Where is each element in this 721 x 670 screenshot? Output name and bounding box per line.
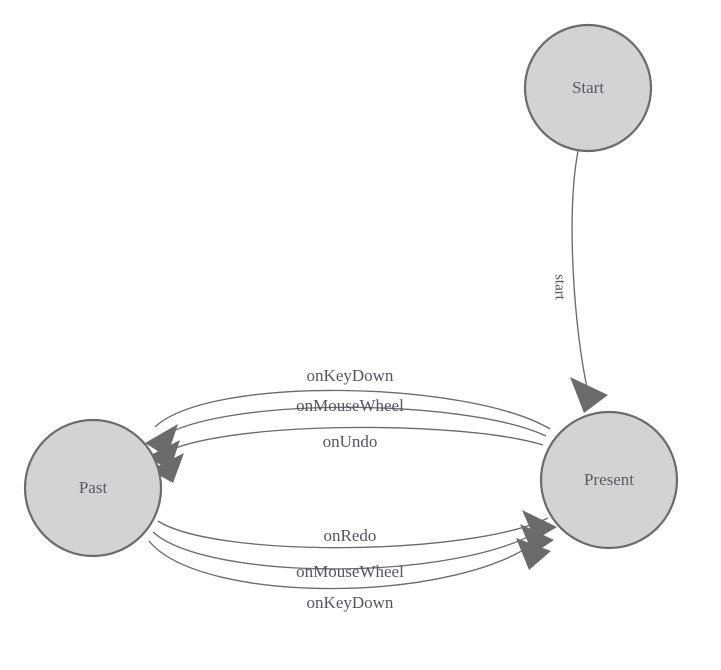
edge-onredo-arrowhead — [522, 510, 557, 540]
edge-onmousewheel-down-arrowhead — [520, 524, 554, 554]
edge-onredo-path — [157, 517, 549, 549]
edge-onmousewheel-down[interactable]: onMouseWheel — [152, 524, 554, 581]
edge-onundo[interactable]: onUndo — [150, 426, 544, 483]
edge-onundo-path — [158, 426, 544, 457]
edge-onmousewheel-up-path — [155, 406, 547, 442]
edge-start-label: start — [552, 274, 568, 301]
edge-onmousewheel-up-label: onMouseWheel — [296, 396, 404, 415]
edge-onkeydown-down-path — [148, 536, 543, 590]
edge-onkeydown-up-label: onKeyDown — [307, 366, 394, 385]
node-present[interactable]: Present — [539, 410, 679, 550]
edge-onmousewheel-down-label: onMouseWheel — [296, 562, 404, 581]
edge-start-arrowhead — [570, 377, 608, 413]
edge-onredo-label: onRedo — [324, 526, 377, 545]
node-past-label: Past — [79, 478, 108, 497]
node-start-label: Start — [572, 78, 604, 97]
edge-start-path — [571, 150, 589, 393]
node-start-circle — [523, 23, 653, 153]
node-past[interactable]: Past — [23, 418, 163, 558]
edge-onkeydown-up-path — [154, 389, 551, 430]
node-past-circle — [23, 418, 163, 558]
edge-onredo[interactable]: onRedo — [157, 510, 557, 549]
edge-onundo-label: onUndo — [323, 432, 378, 451]
edge-onkeydown-down-label: onKeyDown — [307, 593, 394, 612]
edge-onkeydown-down-arrowhead — [516, 538, 551, 570]
node-present-circle — [539, 410, 679, 550]
edge-start[interactable]: start — [552, 150, 608, 413]
node-present-label: Present — [584, 470, 634, 489]
edge-onundo-arrowhead — [150, 453, 184, 483]
edge-onmousewheel-down-path — [152, 526, 546, 570]
edge-onkeydown-down[interactable]: onKeyDown — [148, 536, 551, 612]
node-start[interactable]: Start — [523, 23, 653, 153]
